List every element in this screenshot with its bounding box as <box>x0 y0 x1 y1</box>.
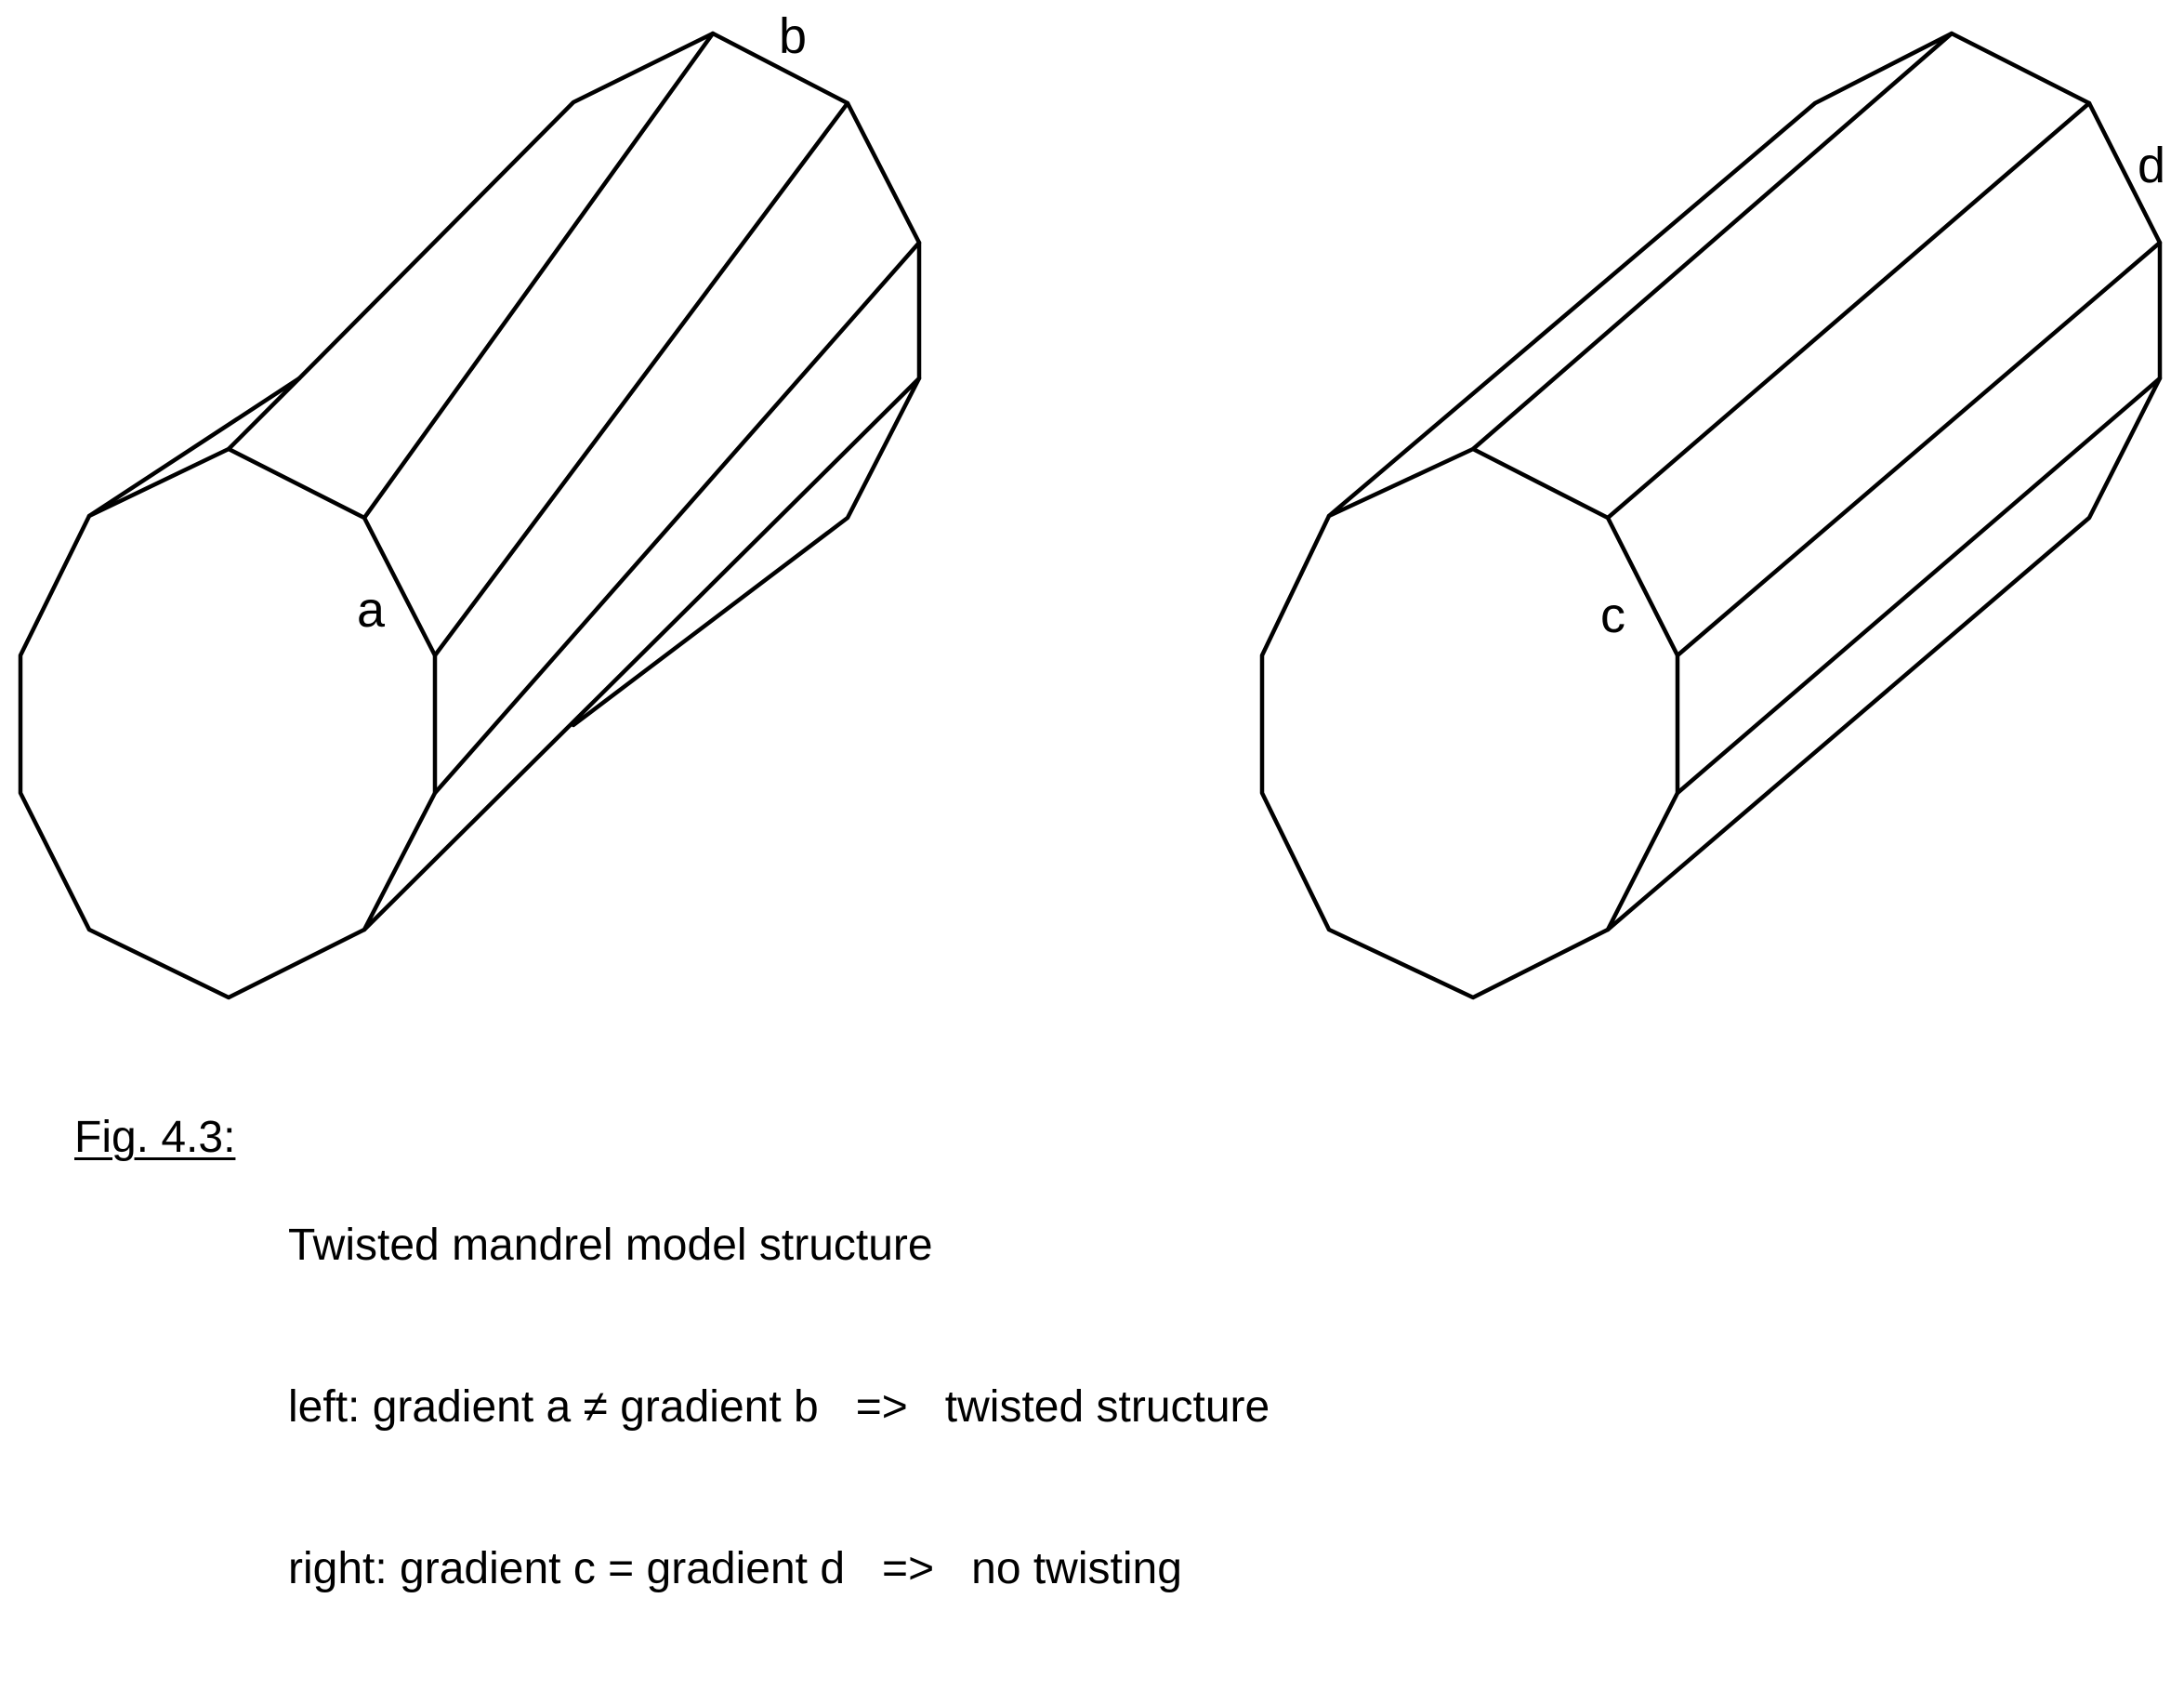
right-edge-4 <box>1675 376 2163 796</box>
left-edge-5 <box>432 240 922 796</box>
right-edge-3 <box>1675 240 2163 658</box>
right-front-face <box>1259 446 1680 1000</box>
right-edge-c-d <box>1605 100 2092 521</box>
figure-label: Fig. 4.3: <box>74 1113 236 1162</box>
left-back-face-edges <box>296 31 922 728</box>
left-edge-1 <box>86 376 302 519</box>
left-twisted-prism: a b <box>18 8 922 1000</box>
label-c: c <box>1600 588 1625 643</box>
figure-caption: Fig. 4.3: Twisted mandrel model structur… <box>74 1111 1270 1593</box>
caption-title: Twisted mandrel model structure <box>288 1221 933 1270</box>
right-back-face-edges <box>1326 31 2163 932</box>
label-d: d <box>2138 138 2165 193</box>
left-edge-4 <box>432 100 850 658</box>
caption-line-left: left: gradient a ≠ gradient b => twisted… <box>288 1382 1270 1432</box>
caption-line-right: right: gradient c = gradient d => no twi… <box>288 1544 1182 1593</box>
label-a: a <box>357 582 386 638</box>
left-front-face <box>18 446 438 1000</box>
left-edge-6 <box>362 376 922 932</box>
caption-text-block: Twisted mandrel model structure left: gr… <box>288 1111 1270 1704</box>
label-b: b <box>779 8 807 64</box>
right-straight-prism: c d <box>1259 31 2165 1000</box>
left-edge-a-b <box>362 31 716 521</box>
left-edge-2 <box>226 376 302 452</box>
right-edge-1 <box>1470 31 1954 452</box>
twisted-mandrel-figure: a b c d <box>18 8 2165 1000</box>
